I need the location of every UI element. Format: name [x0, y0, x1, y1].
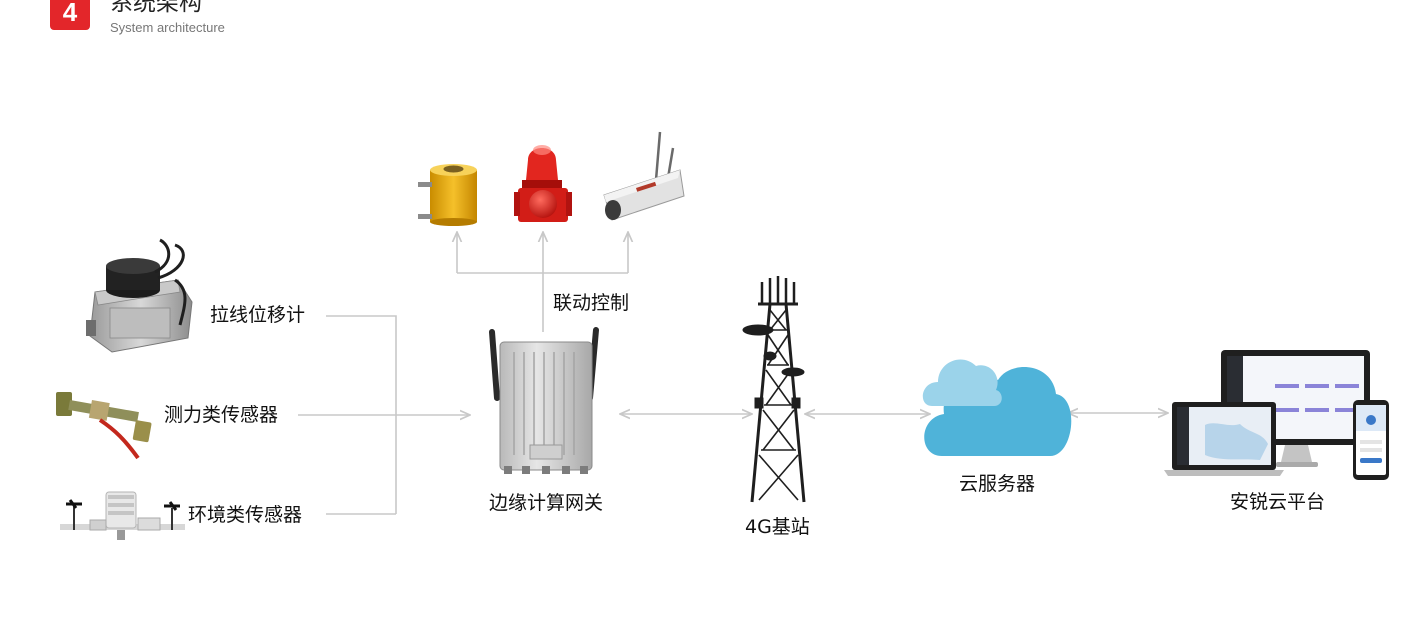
draw-wire-sensor-image — [86, 238, 193, 353]
sensor-label-environment: 环境类传感器 — [188, 504, 303, 526]
edge-gateway-image — [489, 327, 599, 474]
cell-tower-image — [742, 276, 806, 503]
gateway-label: 边缘计算网关 — [489, 492, 604, 514]
alarm-siren-image — [514, 145, 572, 222]
hydraulic-jack-image — [418, 164, 477, 226]
environment-sensor-image — [60, 491, 185, 540]
platform-label: 安锐云平台 — [1230, 491, 1326, 513]
sensor-label-force: 测力类传感器 — [164, 404, 279, 426]
connector-lines — [298, 232, 1168, 515]
sensor-label-draw-wire: 拉线位移计 — [210, 304, 306, 326]
force-sensor-image — [56, 392, 152, 460]
page-title: 系统架构 — [110, 0, 202, 16]
connector-sensor-1 — [326, 315, 397, 514]
platform-devices-image — [1164, 350, 1389, 480]
page-subtitle: System architecture — [110, 20, 225, 35]
cloud-server-image — [922, 359, 1072, 456]
base-station-label: 4G基站 — [745, 516, 810, 538]
cloud-server-label: 云服务器 — [959, 473, 1036, 495]
section-number-badge: 4 — [50, 0, 90, 30]
linkage-control-label: 联动控制 — [553, 292, 630, 314]
surveillance-camera-image — [603, 131, 685, 221]
